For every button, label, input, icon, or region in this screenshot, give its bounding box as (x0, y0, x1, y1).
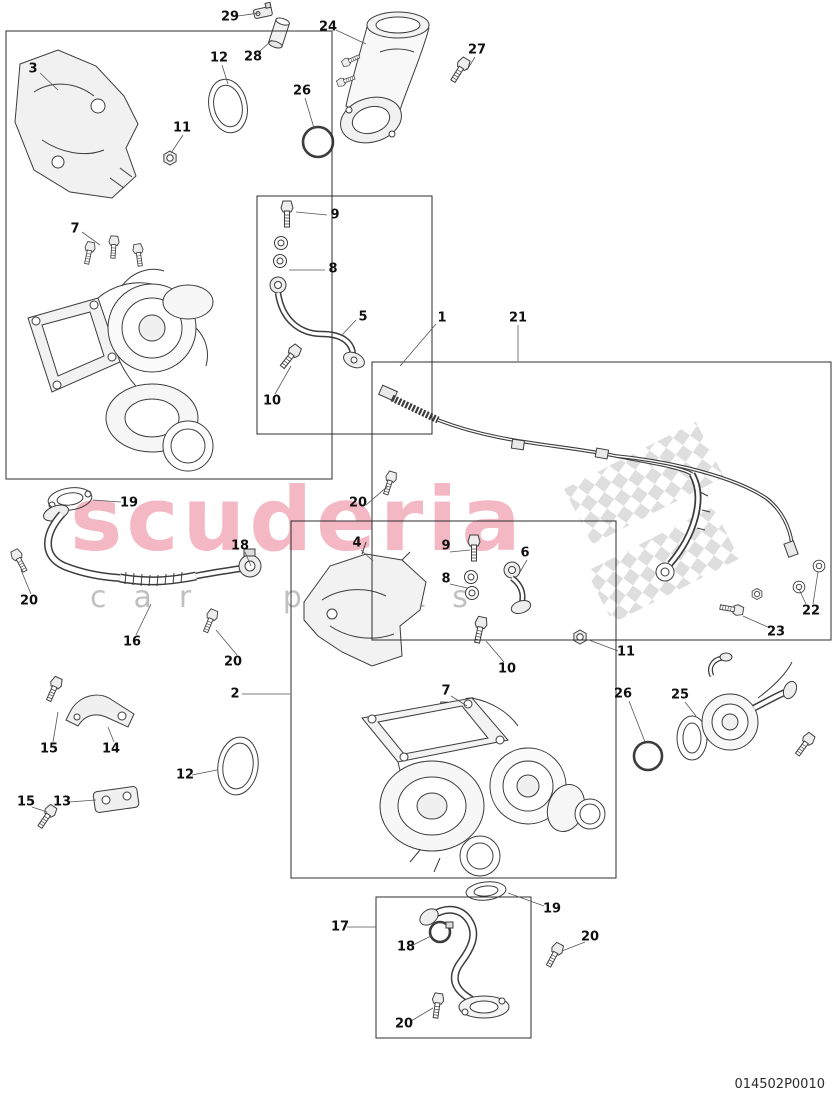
gasket-19-lower-drawing (465, 881, 507, 901)
exhaust-pipe-16-drawing (8, 504, 262, 635)
group-box (5, 30, 333, 480)
group-box (290, 520, 617, 879)
leader-line (170, 134, 184, 154)
leader-line (237, 12, 260, 17)
outlet-pipe-24-drawing (335, 11, 430, 144)
bracket-14-drawing (42, 675, 135, 728)
connector-25-drawing (676, 652, 817, 761)
bolt-27-drawing (447, 55, 473, 85)
leader-line (561, 941, 586, 952)
leader-line (221, 64, 229, 85)
leader-line (107, 726, 115, 743)
leader-line (81, 231, 101, 246)
leader-line (39, 72, 59, 91)
leader-line (410, 1007, 434, 1022)
leader-line (244, 551, 252, 567)
leader-line (466, 56, 476, 71)
leader-line (274, 365, 292, 395)
leader-line (365, 485, 389, 506)
oil-pipe-5-assembly-drawing (269, 200, 365, 372)
gasket-12-lower-drawing (217, 736, 259, 796)
leader-line (485, 640, 505, 663)
o-ring-26-lower-drawing (632, 740, 664, 772)
nut-11-upper-drawing (163, 150, 177, 166)
leader-line (798, 588, 807, 605)
heat-shield-upper-drawing (14, 49, 139, 199)
oil-return-line-21-drawing (377, 384, 826, 617)
leader-line (340, 319, 357, 337)
water-pipe-17-assembly-drawing (419, 905, 566, 1020)
leader-line (449, 549, 471, 553)
leader-line (335, 29, 367, 45)
turbocharger-lower-drawing (361, 697, 606, 877)
leader-line (31, 806, 48, 813)
leader-line (742, 615, 771, 629)
leader-line (135, 603, 152, 636)
leader-line (191, 769, 218, 776)
gasket-19-upper-drawing (47, 487, 93, 511)
heat-shield-4-drawing (303, 541, 427, 667)
leader-line (449, 583, 468, 589)
part-number: 014502P0010 (734, 1077, 825, 1092)
leader-line (360, 549, 374, 562)
leader-line (92, 499, 122, 503)
leader-line (68, 799, 97, 803)
group-box (371, 361, 832, 641)
o-ring-26-upper-drawing (301, 125, 335, 159)
bracket-13-drawing (34, 786, 140, 831)
leader-line (412, 935, 432, 946)
leader-line (684, 701, 697, 717)
leader-line (295, 211, 328, 216)
leader-line (20, 569, 32, 595)
leader-line (519, 559, 528, 573)
leader-line (258, 39, 273, 53)
watermark-brand: scuderia (70, 468, 525, 571)
stub-28-drawing (268, 17, 290, 49)
leader-line (812, 571, 819, 605)
leader-line (399, 323, 437, 367)
leader-line (507, 892, 545, 907)
group-box (256, 195, 433, 435)
turbocharger-upper-drawing (27, 235, 214, 472)
leader-line (52, 711, 59, 743)
clamp-29-drawing (253, 1, 273, 19)
overlay-lines (5, 12, 832, 1039)
leader-line (588, 639, 619, 652)
group-box (375, 896, 532, 1039)
leader-line (215, 629, 238, 656)
oil-pipe-6-assembly-drawing (464, 534, 587, 645)
leader-line (304, 97, 315, 129)
gasket-12-upper-drawing (208, 78, 248, 134)
leader-line (450, 695, 468, 707)
leader-line (628, 700, 646, 743)
